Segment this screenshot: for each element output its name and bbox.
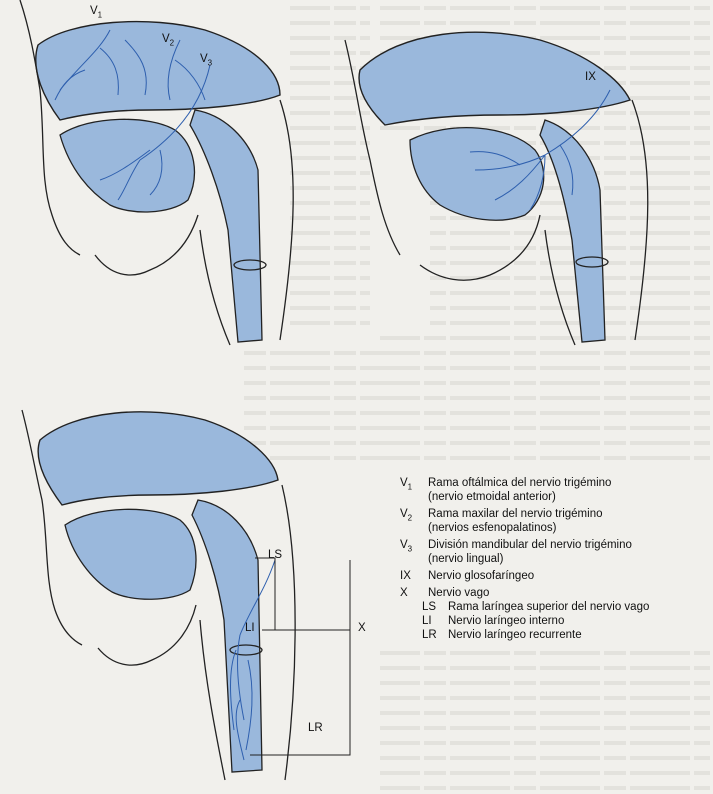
legend-text-2: (nervios esfenopalatinos) <box>428 521 710 535</box>
legend-sub-text: Nervio laríngeo recurrente <box>448 628 710 642</box>
label-lr: LR <box>308 722 323 734</box>
bg-text-block-5 <box>240 340 380 470</box>
bg-text-block-6 <box>380 650 710 790</box>
chin-outline <box>95 215 198 275</box>
legend-sub-text: Rama laríngea superior del nervio vago <box>448 600 710 614</box>
label-v1: V1 <box>90 5 102 19</box>
bg-text-block-1 <box>290 0 370 330</box>
legend-symbol: V3 <box>400 538 426 556</box>
legend-item-v2: V2 Rama maxilar del nervio trigémino (ne… <box>400 507 710 535</box>
legend-item-v3: V3 División mandibular del nervio trigém… <box>400 538 710 566</box>
legend-sub-item-lr: LR Nervio laríngeo recurrente <box>400 628 710 642</box>
legend-sub-symbol: LI <box>422 614 446 628</box>
legend-text: Rama oftálmica del nervio trigémino <box>428 476 710 490</box>
head-top-left <box>20 0 293 345</box>
legend-item-ix: IX Nervio glosofaríngeo <box>400 569 710 583</box>
legend-text: Nervio glosofaríngeo <box>428 569 710 583</box>
legend-sub-symbol: LS <box>422 600 446 614</box>
leader-lr <box>250 630 350 755</box>
label-li: LI <box>245 622 255 634</box>
label-v2: V2 <box>162 33 174 47</box>
legend-item-x: X Nervio vago <box>400 586 710 600</box>
neck-outline-bottom <box>200 620 225 780</box>
back-outline-bottom <box>282 485 295 780</box>
legend-text: División mandibular del nervio trigémino <box>428 538 710 552</box>
legend-symbol: X <box>400 586 426 600</box>
legend-sub-item-ls: LS Rama laríngea superior del nervio vag… <box>400 600 710 614</box>
tongue-tissue-bottom <box>65 509 196 599</box>
chin-outline-bottom <box>98 605 196 665</box>
legend-symbol: IX <box>400 569 426 583</box>
legend: V1 Rama oftálmica del nervio trigémino (… <box>400 476 710 642</box>
legend-sub-symbol: LR <box>422 628 446 642</box>
legend-text: Nervio vago <box>428 586 710 600</box>
legend-symbol: V1 <box>400 476 426 494</box>
legend-symbol: V2 <box>400 507 426 525</box>
label-ix: IX <box>585 71 596 83</box>
legend-sub-item-li: LI Nervio laríngeo interno <box>400 614 710 628</box>
legend-item-v1: V1 Rama oftálmica del nervio trigémino (… <box>400 476 710 504</box>
legend-text-2: (nervio lingual) <box>428 552 710 566</box>
label-ls: LS <box>268 549 282 561</box>
label-x: X <box>358 622 366 634</box>
legend-text-2: (nervio etmoidal anterior) <box>428 490 710 504</box>
bg-text-block-4 <box>380 330 710 470</box>
legend-text: Rama maxilar del nervio trigémino <box>428 507 710 521</box>
legend-sub-text: Nervio laríngeo interno <box>448 614 710 628</box>
label-v3: V3 <box>200 53 212 67</box>
pharynx-tissue <box>190 110 262 342</box>
nasal-cavity-tissue <box>36 22 280 120</box>
leader-x <box>275 560 350 630</box>
pharynx-tissue-bottom <box>192 500 262 772</box>
neck-outline <box>200 230 230 345</box>
